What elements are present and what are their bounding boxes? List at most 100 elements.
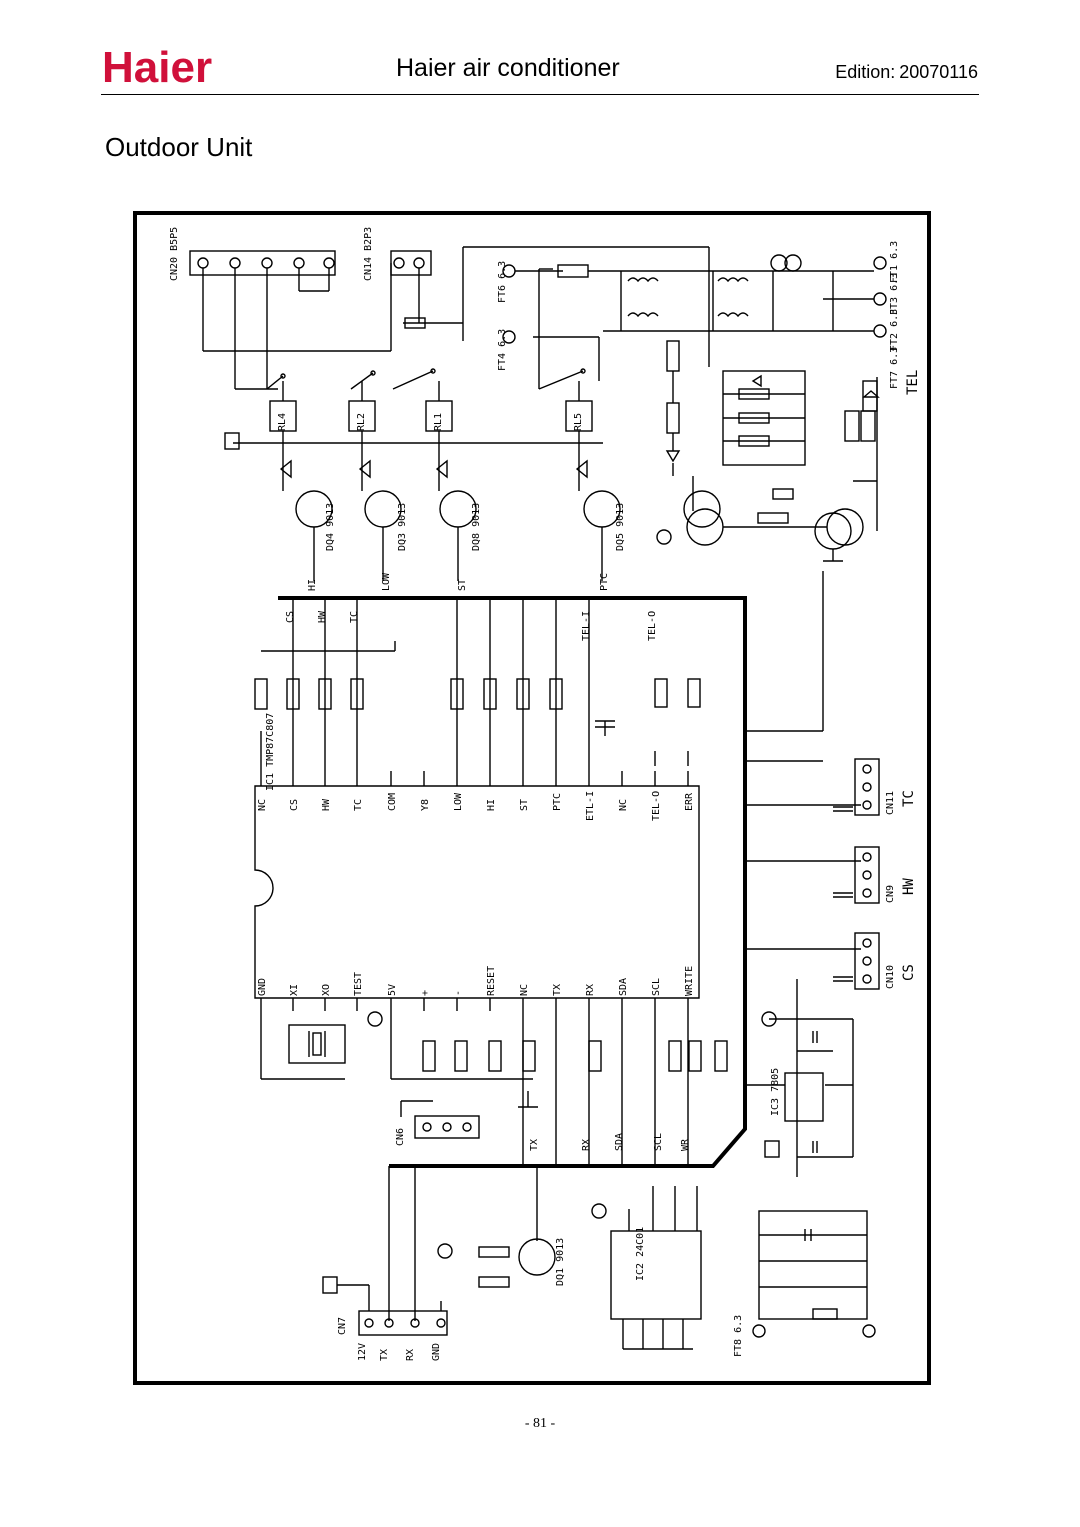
line-label-tel-o: TEL-O [647, 611, 658, 641]
line-label-wr: WR [680, 1138, 691, 1151]
terminal-ft2: FT2 6.3 [889, 309, 900, 351]
edition-info: Edition:20070116 [831, 62, 978, 83]
connector-label-cn7: CN7 [337, 1317, 348, 1335]
connector-cn14 [390, 250, 432, 276]
pin-minus: - [453, 990, 464, 996]
connector-label-cn6: CN6 [395, 1128, 406, 1146]
relay-label-rl2: RL2 [356, 413, 367, 431]
pin-hi: HI [486, 799, 497, 811]
eeprom-section [322, 1166, 876, 1350]
connector-cn20 [189, 250, 336, 276]
terminal-ft4: FT4 6.3 [497, 329, 508, 371]
haier-logo: Haier [102, 44, 212, 90]
connector-cn7 [358, 1310, 448, 1336]
pin-err: ERR [684, 792, 695, 811]
pin-reset: RESET [486, 966, 497, 996]
connector-cn9 [854, 846, 880, 904]
header-divider [101, 94, 979, 95]
sensor-connectors [745, 571, 880, 1177]
upper-resistors [254, 678, 701, 736]
sensor-label-tel: TEL [905, 370, 921, 395]
line-label-low: LOW [381, 572, 392, 591]
signal-bus [278, 596, 747, 1168]
section-title: Outdoor Unit [105, 132, 253, 162]
pin-gnd: GND [257, 978, 268, 996]
sensor-label-hw: HW [901, 878, 917, 895]
line-label-tel-i: TEL-I [581, 611, 592, 641]
transistor-dq3: DQ3 9013 [397, 503, 408, 551]
pin-xo: XO [321, 984, 332, 996]
terminal-ft7: FT7 6.3 [889, 347, 900, 389]
connector-label-cn9: CN9 [885, 885, 896, 903]
line-label-tx: TX [529, 1139, 540, 1151]
relay-contacts [235, 268, 600, 390]
connector-cn6 [414, 1115, 480, 1139]
sensor-label-cs: CS [901, 964, 917, 981]
mcu-upper-wiring [260, 598, 689, 771]
bridge-rectifier [722, 370, 880, 531]
connector-label-cn10: CN10 [885, 965, 896, 989]
top-connectors [189, 246, 710, 389]
cn7-pin-12v: 12V [357, 1343, 368, 1361]
outdoor-unit-schematic: IC1 TMP87C807 IC2 24C01 IC3 7805 NC CS H… [133, 211, 931, 1385]
cn7-pin-tx: TX [379, 1349, 390, 1361]
connector-label-cn11: CN11 [885, 791, 896, 815]
sensor-label-tc: TC [901, 790, 917, 807]
pin-nc-1: NC [257, 799, 268, 811]
line-label-sda: SDA [614, 1133, 625, 1151]
pin-ptc: PTC [552, 793, 563, 811]
pin-5v: 5V [387, 984, 398, 996]
pin-cs: CS [289, 799, 300, 811]
connector-label-cn14: CN14 B2P3 [363, 227, 374, 281]
transistor-dq5: DQ5 9013 [615, 503, 626, 551]
ic3-7805 [784, 1072, 824, 1122]
pin-tel-o: TEL-O [651, 791, 662, 821]
ic2-24c01 [610, 1230, 702, 1320]
pin-write: WRITE [684, 966, 695, 996]
terminal-ft6: FT6 6.3 [497, 261, 508, 303]
power-input [502, 254, 887, 344]
lower-components [260, 1011, 728, 1166]
voltage-regulator [745, 1011, 854, 1158]
pin-y8: Y8 [420, 799, 431, 811]
transistor-dq4: DQ4 9013 [325, 503, 336, 551]
mcu-bottom-pins [260, 998, 689, 1011]
relay-label-rl1: RL1 [433, 413, 444, 431]
cn7-pin-rx: RX [405, 1349, 416, 1361]
ic3-label: IC3 7805 [770, 1068, 781, 1116]
pin-low: LOW [453, 792, 464, 811]
pin-tx: TX [552, 984, 563, 996]
line-label-tc: TC [349, 611, 360, 623]
connector-cn11 [854, 758, 880, 816]
cn7-pin-gnd: GND [431, 1343, 442, 1361]
line-label-rx: RX [581, 1139, 592, 1151]
pin-nc-3: NC [519, 984, 530, 996]
pin-nc-2: NC [618, 799, 629, 811]
transistor-dq8: DQ8 9013 [471, 503, 482, 551]
schematic-frame [133, 211, 931, 1385]
relay-drivers [224, 381, 852, 581]
connector-cn10 [854, 932, 880, 990]
edition-value: 20070116 [899, 62, 978, 82]
line-label-st: ST [457, 579, 468, 591]
pin-scl: SCL [651, 978, 662, 996]
line-label-hw: HW [317, 610, 328, 623]
pin-sda: SDA [618, 978, 629, 996]
pin-tc: TC [353, 799, 364, 811]
mcu-top-pins [260, 771, 689, 786]
line-label-ptc: PTC [599, 573, 610, 591]
pin-test: TEST [353, 972, 364, 996]
line-label-scl: SCL [653, 1133, 664, 1151]
pin-com: COM [387, 793, 398, 811]
terminal-ft3: FT3 6.3 [889, 273, 900, 315]
terminal-ft1: FT1 6.3 [889, 241, 900, 283]
edition-label: Edition: [835, 62, 896, 82]
optocouplers [656, 340, 864, 562]
page-number: - 81 - [524, 1416, 556, 1431]
document-title: Haier air conditioner [396, 54, 620, 82]
crystal-x1 [288, 1024, 346, 1064]
ic1-label: IC1 TMP87C807 [265, 713, 276, 791]
pin-rx: RX [585, 984, 596, 996]
relay-label-rl5: RL5 [573, 413, 584, 431]
pin-hw: HW [321, 798, 332, 811]
